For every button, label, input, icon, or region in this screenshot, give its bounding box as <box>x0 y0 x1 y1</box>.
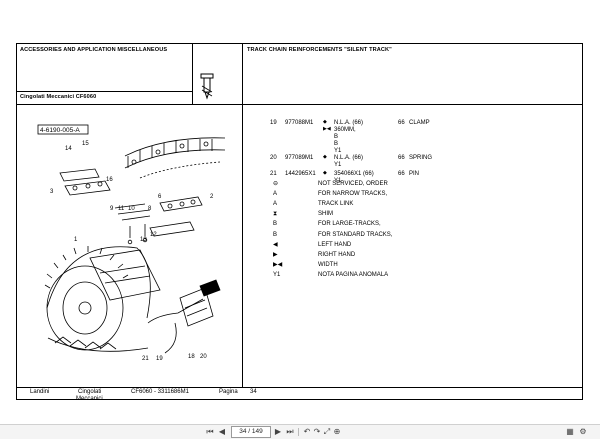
callout-8: 8 <box>148 206 152 212</box>
fit-icon[interactable]: ⤢ <box>323 427 331 436</box>
document-page: ACCESSORIES AND APPLICATION MISCELLANEOU… <box>16 43 583 402</box>
legend-text: NOTA PAGINA ANOMALA <box>318 271 389 278</box>
callout-15: 15 <box>82 141 89 147</box>
diagram-ref-box <box>37 124 89 135</box>
legend-text: NOT SERVICED, ORDER <box>318 181 388 187</box>
toolbar-separator <box>298 428 299 436</box>
callout-16: 16 <box>106 177 113 183</box>
part-description: Y1 <box>334 162 342 168</box>
part-description: B <box>334 141 339 147</box>
legend-text: LEFT HAND <box>318 241 352 248</box>
legend-text: FOR STANDARD TRACKS, <box>318 231 393 238</box>
page-indicator-input[interactable]: 34 / 149 <box>231 426 271 438</box>
footer-series-line1: Cingolati <box>78 389 102 395</box>
part-description: B <box>334 134 339 140</box>
part-ref: 19 <box>270 120 277 126</box>
part-number: 977088M1 <box>285 120 314 126</box>
callout-18: 18 <box>188 354 195 360</box>
footer-code: CF6060 - 3311686M1 <box>131 389 189 395</box>
next-page-icon[interactable]: ▶ <box>274 427 282 436</box>
legend-symbol: ⊖ <box>273 181 279 187</box>
part-description: Y1 <box>334 148 342 154</box>
part-description: N.L.A. (66) <box>334 120 364 126</box>
callout-9: 9 <box>110 206 114 212</box>
callout-3a: 3 <box>50 189 54 195</box>
prev-page-icon[interactable]: ◀ <box>218 427 226 436</box>
legend-text: FOR LARGE-TRACKS, <box>318 221 381 228</box>
footer-page-label: Pagina <box>219 389 238 395</box>
part-symbol: ◆ <box>323 154 327 160</box>
part-name: SPRING <box>409 155 433 161</box>
header-bottom-line <box>17 104 582 105</box>
column-divider <box>242 44 243 387</box>
thumbnails-icon[interactable]: ▦ <box>566 427 574 436</box>
model-row-top <box>17 91 192 92</box>
legend-symbol: ▶ <box>273 251 278 258</box>
part-name: PIN <box>409 171 420 177</box>
settings-icon[interactable]: ⚙ <box>579 427 587 436</box>
legend-symbol: B <box>273 231 278 238</box>
legend-text: WIDTH <box>318 261 338 268</box>
callout-19: 19 <box>156 356 163 362</box>
legend-symbol: ◀ <box>273 241 278 248</box>
callout-6: 6 <box>158 194 162 200</box>
page-frame: ACCESSORIES AND APPLICATION MISCELLANEOU… <box>16 43 583 400</box>
part-qty: 66 <box>398 120 405 126</box>
callout-12: 12 <box>150 232 157 238</box>
section-bolt-icon <box>200 73 214 100</box>
part-description: Y1 <box>334 178 342 184</box>
legend-symbol: ▶◀ <box>273 261 283 268</box>
footer-page-number: 34 <box>250 389 257 395</box>
forward-icon[interactable]: ↷ <box>313 427 321 436</box>
part-description: 354066X1 (66) <box>334 171 374 177</box>
legend-symbol: Y1 <box>273 271 281 278</box>
legend-symbol: A <box>273 201 278 208</box>
part-description: 360MM, <box>334 127 356 133</box>
footer-series-line2: Meccanici <box>76 396 103 402</box>
legend-text: SHIM <box>318 211 333 218</box>
callout-14: 14 <box>65 146 72 152</box>
callout-13: 13 <box>140 237 147 243</box>
track-chain-drawing <box>44 137 226 354</box>
exploded-parts-diagram: 4-6190-005-A <box>37 124 226 362</box>
part-symbol: ▶◀ <box>323 126 331 132</box>
model-label: Cingolati Meccanici CF6060 <box>20 94 97 100</box>
callout-1: 1 <box>74 237 78 243</box>
legend-symbol: A <box>273 191 278 198</box>
part-ref: 21 <box>270 171 277 177</box>
left-section-title: ACCESSORIES AND APPLICATION MISCELLANEOU… <box>20 47 168 53</box>
callout-21: 21 <box>142 356 149 362</box>
right-section-title: TRACK CHAIN REINFORCEMENTS "SILENT TRACK… <box>247 47 392 53</box>
part-qty: 66 <box>398 171 405 177</box>
zoom-icon[interactable]: ⊕ <box>333 427 341 436</box>
first-page-icon[interactable]: ⏮ <box>206 427 214 436</box>
viewer-toolbar: ⏮ ◀ 34 / 149 ▶ ⏭ ↶ ↷ ⤢ ⊕ ▦ ⚙ <box>0 424 600 439</box>
callout-20: 20 <box>200 354 207 360</box>
footer-brand: Landini <box>30 389 50 395</box>
last-page-icon[interactable]: ⏭ <box>286 427 294 436</box>
callout-2: 2 <box>210 194 214 200</box>
part-symbol: ◆ <box>323 170 327 176</box>
legend-symbol: ⧗ <box>273 211 278 218</box>
part-number: 1442965X1 <box>285 171 316 177</box>
part-qty: 66 <box>398 155 405 161</box>
legend-text: FOR NARROW TRACKS, <box>318 191 388 198</box>
diagram-ref-code: 4-6190-005-A <box>40 127 80 134</box>
legend-symbol: B <box>273 221 278 228</box>
legend-text: TRACK LINK <box>318 201 354 208</box>
footer-top-line <box>17 387 582 388</box>
part-ref: 20 <box>270 155 277 161</box>
part-number: 977089M1 <box>285 155 314 161</box>
part-symbol: ◆ <box>323 119 327 125</box>
callout-11: 11 <box>118 206 125 212</box>
back-icon[interactable]: ↶ <box>303 427 311 436</box>
part-name: CLAMP <box>409 120 430 126</box>
callout-10: 10 <box>128 206 135 212</box>
part-description: N.L.A. (66) <box>334 155 364 161</box>
header-divider-1 <box>192 44 193 104</box>
legend-text: RIGHT HAND <box>318 251 356 258</box>
